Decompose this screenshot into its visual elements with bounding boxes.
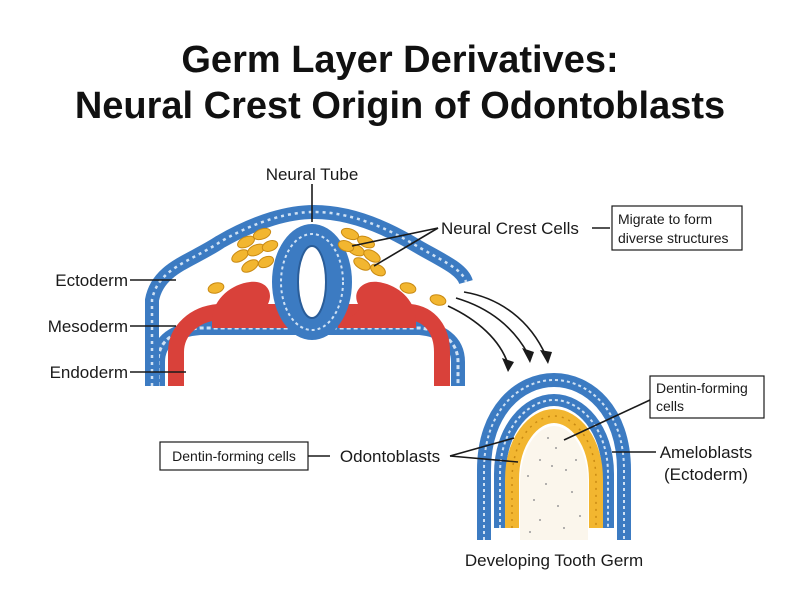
leader-crest-b [373, 227, 439, 267]
label-neural-crest-cells: Neural Crest Cells [441, 219, 579, 238]
migration-arrow-1 [447, 305, 509, 365]
leader-odontoblasts-b [449, 455, 519, 463]
title-line-2: Neural Crest Origin of Odontoblasts [74, 85, 726, 127]
papilla-stipple [527, 437, 581, 533]
migrate-note-box [611, 205, 743, 251]
label-endoderm: Endoderm [50, 363, 128, 382]
ectoderm-cell-stripe [150, 210, 468, 386]
tooth-outer-stripe [483, 378, 625, 540]
arrowhead-2 [522, 348, 534, 363]
dentin-note-right-box [649, 375, 765, 419]
mesoderm-lobe-left [212, 281, 290, 328]
label-neural-tube: Neural Tube [266, 165, 359, 184]
leader-dentin-right [563, 399, 651, 441]
title-line-1: Germ Layer Derivatives: [181, 39, 619, 81]
neural-tube-cells [280, 233, 344, 331]
label-ameloblasts-line-2: (Ectoderm) [664, 465, 748, 484]
caption-developing-tooth-germ: Developing Tooth Germ [465, 551, 643, 570]
endoderm-inner-stripe [156, 326, 460, 386]
dental-papilla [520, 426, 588, 540]
migration-arrows [447, 291, 552, 372]
dentin-note-right-line-1: Dentin-forming [656, 380, 748, 396]
dentin-note-left: Dentin-forming cells [172, 448, 296, 464]
embryo-cross-section [145, 204, 473, 386]
tooth-odontoblast-stripe [511, 415, 597, 528]
migrate-note-line-1: Migrate to form [618, 211, 712, 227]
leader-crest-a [351, 227, 439, 247]
label-ectoderm: Ectoderm [55, 271, 128, 290]
label-mesoderm: Mesoderm [48, 317, 128, 336]
arrowhead-1 [502, 358, 514, 372]
neural-crest-cluster-right [337, 227, 447, 306]
migration-arrow-3 [463, 291, 547, 357]
neural-tube-lumen [297, 245, 327, 319]
dentin-note-left-box [159, 441, 309, 471]
mesoderm-lobe-right [338, 281, 416, 328]
dentin-note-right-line-2: cells [656, 398, 684, 414]
tooth-ameloblast-stripe [499, 398, 609, 528]
migration-arrow-2 [455, 297, 529, 355]
tooth-germ [477, 372, 631, 540]
label-odontoblasts: Odontoblasts [340, 447, 440, 466]
arrowhead-3 [540, 350, 552, 364]
neural-crest-cluster-left [207, 227, 279, 294]
label-ameloblasts-line-1: Ameloblasts [660, 443, 753, 462]
leader-odontoblasts-a [449, 437, 515, 457]
migrate-note-line-2: diverse structures [618, 230, 728, 246]
